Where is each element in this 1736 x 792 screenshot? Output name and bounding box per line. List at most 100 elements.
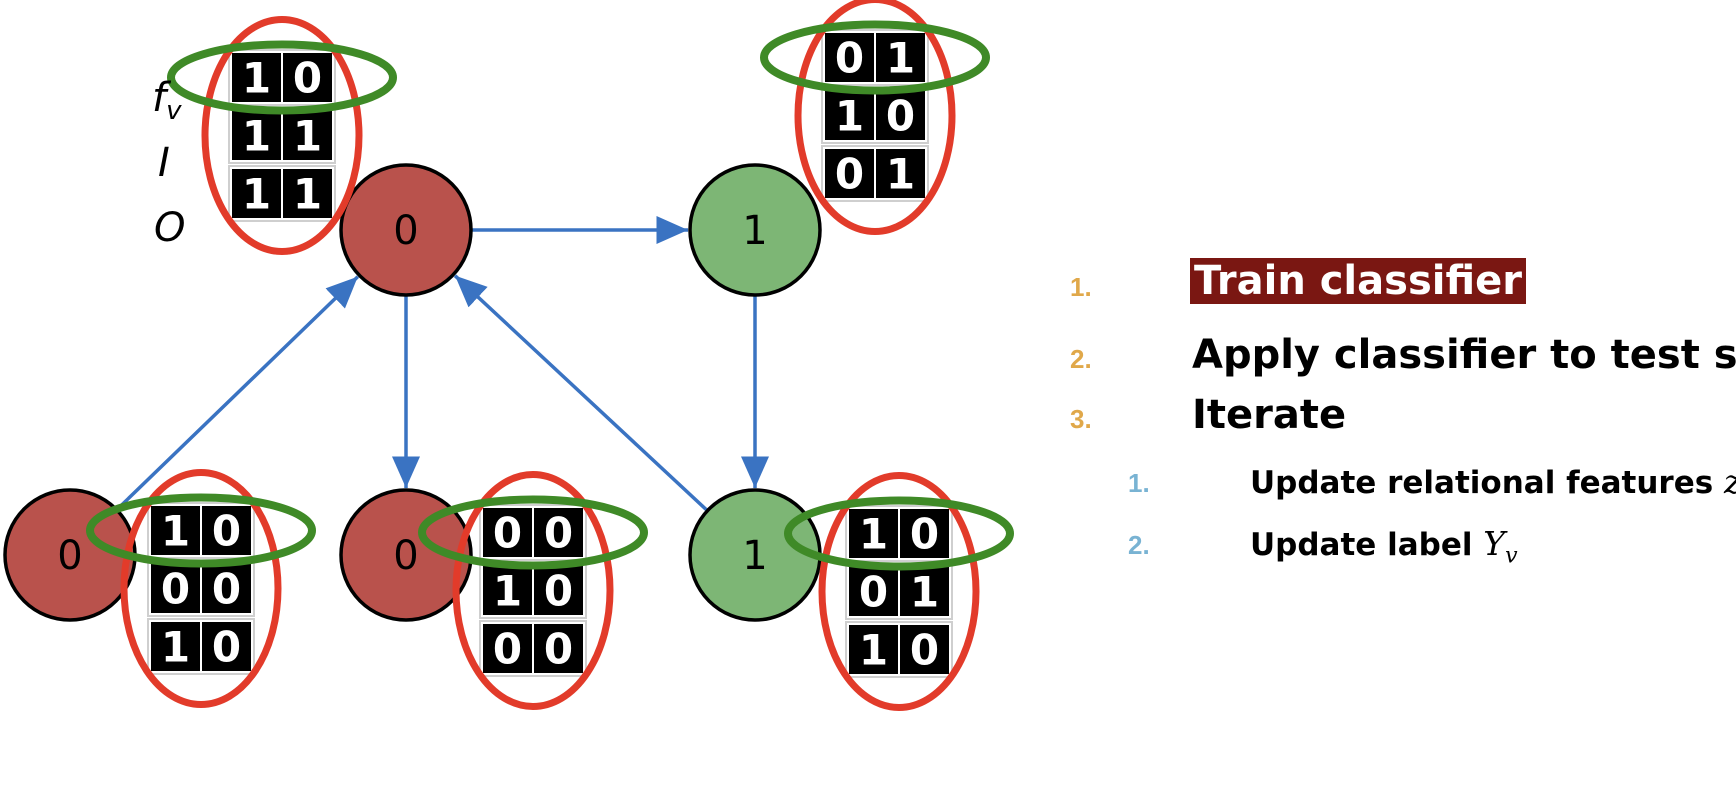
red-ring-bottom-mid [452,471,614,710]
table-cell-value: 0 [910,626,939,675]
table-cell [847,623,900,676]
table-cell [532,564,585,617]
table-cell-value: 1 [242,170,271,219]
node-top-right: 1 [688,163,822,297]
table-cell-value: 0 [544,509,573,558]
table-cell-value: 0 [161,565,190,614]
edge-bottom-left-to-top-left [115,275,360,512]
green-ring-bottom-left [86,493,316,568]
node-top-left: 0 [339,163,473,297]
table-row-frame [479,504,587,561]
table-cell [230,51,283,104]
table-row-frame [845,621,953,678]
table-cell-value: 0 [835,34,864,83]
node-circle [339,488,473,622]
table-cell [823,31,876,84]
row-label-i: I [158,140,170,186]
green-ring-bottom-mid [418,495,648,570]
table-cell-value: 1 [910,568,939,617]
red-ring-bottom-right [818,472,980,711]
table-cell-value: 1 [293,112,322,161]
table-cell-value: 0 [859,568,888,617]
table-cell [149,504,202,557]
table-cell [481,506,534,559]
table-row-frame [845,505,953,562]
row-label-o: O [154,205,185,251]
table-cell-value: 0 [910,510,939,559]
table-cell [481,622,534,675]
table-cell-value: 0 [544,567,573,616]
table-cell-value: 1 [242,54,271,103]
table-cell-value: 0 [212,565,241,614]
node-label: 0 [393,533,418,579]
table-cell-value: 1 [886,34,915,83]
edge-bottom-right-to-top-left [453,274,709,512]
node-circle [339,163,473,297]
table-cell-value: 1 [835,92,864,141]
table-cell [874,147,927,200]
table-cell [874,31,927,84]
table-cell [200,504,253,557]
table-cell [281,109,334,162]
table-cell [874,89,927,142]
table-cell-value: 0 [212,507,241,556]
table-cell [230,167,283,220]
green-ring-top-right [760,20,990,95]
table-cell [481,564,534,617]
node-label: 0 [393,208,418,254]
table-cell [532,622,585,675]
table-cell-value: 1 [293,170,322,219]
red-ring-bottom-left [120,469,282,708]
table-cell [281,51,334,104]
table-row-frame [228,165,336,222]
green-ring-top-left [167,40,397,115]
table-row-frame [479,620,587,677]
table-cell-value: 1 [161,507,190,556]
table-row-frame [147,618,255,675]
table-cell-value: 0 [493,625,522,674]
node-bottom-left: 0 [3,488,137,622]
edges-layer [115,216,769,512]
table-cell [149,620,202,673]
red-ring-top-right [794,0,956,235]
table-cell-value: 1 [161,623,190,672]
table-cell-value: 1 [493,567,522,616]
table-cell [149,562,202,615]
table-cell [898,565,951,618]
table-cell-value: 0 [293,54,322,103]
table-cell-value: 0 [212,623,241,672]
node-bottom-right: 1 [688,488,822,622]
table-row-frame [821,29,929,86]
table-cell-value: 1 [886,150,915,199]
green-ring-bottom-right [784,496,1014,571]
table-cell [281,167,334,220]
row-label-fv: fv [152,75,182,126]
table-cell-value: 0 [544,625,573,674]
table-row-frame [228,49,336,106]
table-cell [532,506,585,559]
node-label: 1 [742,533,767,579]
node-label: 0 [57,533,82,579]
table-cell-value: 0 [886,92,915,141]
table-cell [898,623,951,676]
table-row-frame [821,145,929,202]
table-row-frame [147,502,255,559]
node-circle [688,163,822,297]
table-cell-value: 1 [859,510,888,559]
node-bottom-mid: 0 [339,488,473,622]
red-ring-top-left [201,16,363,255]
table-cell [230,109,283,162]
table-cell [823,89,876,142]
table-cell [847,565,900,618]
table-cell [898,507,951,560]
table-cell-value: 1 [859,626,888,675]
table-cell-value: 0 [835,150,864,199]
row-labels: fv I O [152,75,185,251]
